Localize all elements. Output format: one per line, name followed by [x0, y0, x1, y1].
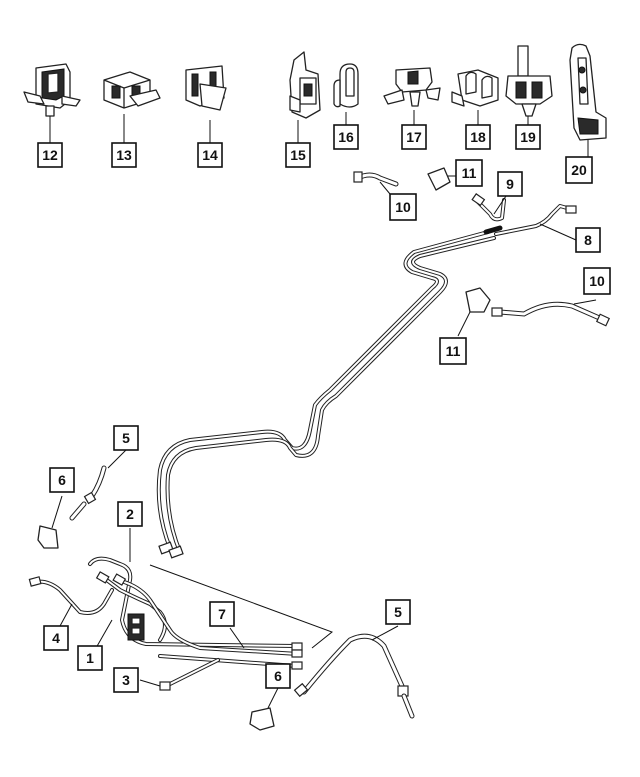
callout-4: 4	[43, 625, 69, 651]
callout-2: 2	[117, 501, 143, 527]
svg-text:5: 5	[122, 430, 130, 446]
callout-13: 13	[111, 142, 137, 168]
callout-8: 8	[575, 227, 601, 253]
clip-part-20	[569, 43, 607, 157]
callout-11-lower: 11	[439, 337, 467, 365]
brake-tube-part-9	[471, 193, 507, 222]
junction-block-part-1	[95, 613, 145, 649]
svg-text:9: 9	[506, 176, 514, 192]
brake-hose-part-10-upper	[353, 171, 399, 195]
brake-tube-part-8	[494, 204, 577, 241]
svg-text:2: 2	[126, 506, 134, 522]
bracket-part-6-upper	[37, 495, 63, 549]
svg-text:1: 1	[86, 650, 94, 666]
callout-9: 9	[497, 171, 523, 197]
svg-text:16: 16	[338, 129, 354, 145]
assembly-guide-line	[149, 564, 334, 649]
callout-12: 12	[37, 142, 63, 168]
svg-text:10: 10	[395, 199, 411, 215]
callout-3: 3	[113, 667, 139, 693]
clip-part-18	[451, 69, 499, 125]
brake-hose-part-10-lower	[491, 299, 611, 327]
clip-part-17	[383, 67, 441, 125]
svg-text:19: 19	[520, 129, 536, 145]
callout-14: 14	[197, 142, 223, 168]
clip-part-16	[333, 63, 359, 125]
svg-text:18: 18	[470, 129, 486, 145]
svg-text:15: 15	[290, 147, 306, 163]
bracket-part-11-upper	[427, 167, 456, 191]
brake-tube-part-4	[28, 576, 114, 627]
svg-text:11: 11	[462, 165, 477, 181]
brake-tube-main	[156, 225, 503, 559]
bracket-part-3	[139, 658, 220, 691]
callout-10-lower: 10	[583, 267, 611, 295]
brake-tube-part-2	[88, 528, 300, 656]
bracket-part-6-lower	[249, 687, 279, 731]
svg-text:14: 14	[202, 147, 218, 163]
callout-6-lower: 6	[265, 663, 291, 689]
svg-text:13: 13	[116, 147, 132, 163]
callout-16: 16	[333, 124, 359, 150]
callout-18: 18	[465, 124, 491, 150]
callout-6-upper: 6	[49, 467, 75, 493]
bracket-part-11-lower	[457, 287, 491, 337]
callout-19: 19	[515, 124, 541, 150]
clip-part-14	[185, 65, 227, 143]
clip-part-15	[289, 51, 321, 143]
svg-text:10: 10	[589, 273, 605, 289]
svg-text:17: 17	[406, 129, 422, 145]
clip-part-19	[505, 45, 553, 125]
svg-text:8: 8	[584, 232, 592, 248]
callout-10-upper: 10	[389, 193, 417, 221]
svg-text:4: 4	[52, 630, 60, 646]
brake-hose-part-5-upper	[69, 449, 127, 521]
svg-text:7: 7	[218, 606, 226, 622]
svg-text:5: 5	[394, 604, 402, 620]
callout-1: 1	[77, 645, 103, 671]
svg-text:12: 12	[42, 147, 58, 163]
clip-part-12	[23, 63, 81, 143]
callout-11-upper: 11	[455, 159, 483, 187]
callout-5-lower: 5	[385, 599, 411, 625]
callout-17: 17	[401, 124, 427, 150]
svg-text:20: 20	[571, 162, 587, 178]
svg-text:6: 6	[58, 472, 66, 488]
svg-text:11: 11	[446, 343, 461, 359]
callout-20: 20	[565, 156, 593, 184]
brake-hose-part-5-lower	[293, 625, 415, 719]
clip-part-13	[103, 71, 161, 143]
svg-text:3: 3	[122, 672, 130, 688]
callout-15: 15	[285, 142, 311, 168]
svg-text:6: 6	[274, 668, 282, 684]
callout-5-upper: 5	[113, 425, 139, 451]
callout-7: 7	[209, 601, 235, 627]
